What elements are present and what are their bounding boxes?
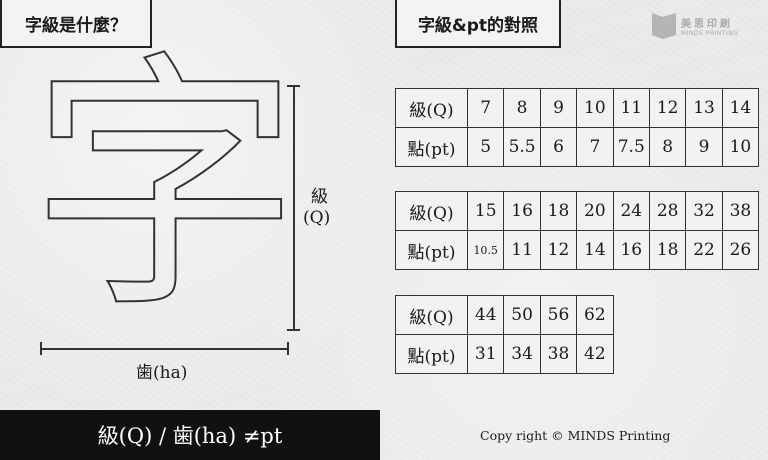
height-dimension-line — [293, 85, 295, 330]
cell-pt: 9 — [685, 127, 723, 167]
cell-pt: 16 — [612, 230, 650, 270]
cell-pt: 7 — [576, 127, 614, 167]
cell-q: 44 — [466, 295, 505, 335]
cell-q: 62 — [576, 295, 614, 335]
cell-q: 32 — [685, 191, 723, 231]
cell-pt: 8 — [648, 127, 687, 167]
width-tick-right — [287, 342, 289, 355]
width-tick-left — [40, 342, 42, 355]
cell-pt: 11 — [503, 230, 541, 270]
cell-q: 38 — [721, 191, 760, 231]
height-tick-bottom — [287, 329, 300, 331]
cell-q: 56 — [539, 295, 578, 335]
copyright: Copy right © MINDS Printing — [480, 428, 671, 443]
cell-pt: 18 — [648, 230, 687, 270]
cell-q: 11 — [612, 88, 650, 128]
right-section-title: 字級&pt的對照 — [395, 0, 561, 48]
cell-q: 8 — [503, 88, 541, 128]
cell-q: 50 — [503, 295, 541, 335]
row-header: 點(pt) — [395, 230, 468, 270]
cell-q: 16 — [503, 191, 541, 231]
cell-pt: 42 — [576, 334, 614, 374]
left-section-title: 字級是什麼？ — [0, 0, 152, 48]
width-label: 歯(ha) — [136, 363, 188, 383]
cell-pt: 14 — [576, 230, 614, 270]
row-header: 點(pt) — [395, 127, 468, 167]
cell-q: 24 — [612, 191, 650, 231]
row-header: 級(Q) — [395, 88, 468, 128]
cell-q: 7 — [466, 88, 505, 128]
cell-q: 14 — [721, 88, 760, 128]
cell-pt: 34 — [503, 334, 541, 374]
cell-q: 10 — [576, 88, 614, 128]
cell-pt: 31 — [466, 334, 505, 374]
formula-banner: 級(Q) / 歯(ha) ≠pt — [0, 410, 380, 460]
cell-pt: 7.5 — [612, 127, 650, 167]
cell-q: 13 — [685, 88, 723, 128]
cell-q: 18 — [539, 191, 578, 231]
cell-pt: 26 — [721, 230, 760, 270]
row-header: 點(pt) — [395, 334, 468, 374]
logo-mark-icon — [652, 13, 676, 39]
cell-pt: 5.5 — [503, 127, 541, 167]
height-label-unit: (Q) — [303, 208, 331, 228]
row-header: 級(Q) — [395, 295, 468, 335]
cell-pt: 10.5 — [466, 230, 505, 270]
cell-q: 28 — [648, 191, 687, 231]
cell-pt: 5 — [466, 127, 505, 167]
cell-q: 20 — [576, 191, 614, 231]
cell-q: 12 — [648, 88, 687, 128]
outlined-character: 字 — [29, 29, 301, 344]
height-tick-top — [287, 85, 300, 87]
logo-sub: MINDS PRINTING — [681, 30, 739, 37]
cell-pt: 12 — [539, 230, 578, 270]
cell-pt: 10 — [721, 127, 760, 167]
cell-q: 15 — [466, 191, 505, 231]
cell-pt: 38 — [539, 334, 578, 374]
cell-pt: 6 — [539, 127, 578, 167]
cell-pt: 22 — [685, 230, 723, 270]
cell-q: 9 — [539, 88, 578, 128]
width-dimension-line — [40, 348, 288, 350]
height-label: 級 — [311, 187, 328, 207]
logo-name: 美思印刷 — [681, 19, 733, 30]
row-header: 級(Q) — [395, 191, 468, 231]
